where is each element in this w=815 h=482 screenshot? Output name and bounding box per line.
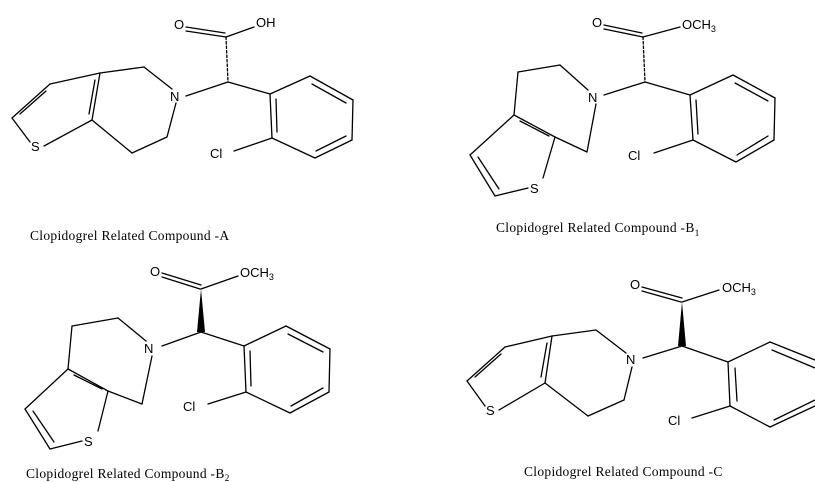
structure-compound-b1: O OCH3 N S Cl: [469, 15, 776, 197]
atom-methoxy: OCH3: [682, 17, 716, 34]
atom-carbonyl-oxygen: O: [150, 264, 160, 279]
atom-sulfur: S: [84, 434, 93, 449]
atom-nitrogen: N: [626, 352, 635, 367]
atom-sulfur: S: [486, 403, 495, 418]
caption-compound-a: Clopidogrel Related Compound -A: [30, 228, 229, 243]
atom-carbonyl-oxygen: O: [174, 17, 184, 32]
structure-compound-b2: O OCH3 N S Cl: [24, 264, 331, 450]
caption-compound-b2: Clopidogrel Related Compound -B2: [26, 466, 230, 482]
atom-chlorine: Cl: [210, 146, 222, 161]
caption-compound-c: Clopidogrel Related Compound -C: [524, 464, 723, 479]
caption-compound-b1: Clopidogrel Related Compound -B1: [496, 220, 700, 239]
structure-compound-a: O OH N S Cl: [11, 15, 354, 161]
atom-sulfur: S: [530, 181, 539, 196]
atom-chlorine: Cl: [183, 399, 195, 414]
atom-nitrogen: N: [170, 89, 179, 104]
atom-hydroxyl: OH: [256, 15, 276, 30]
atom-chlorine: Cl: [628, 148, 640, 163]
atom-carbonyl-oxygen: O: [592, 15, 602, 30]
atom-methoxy: OCH3: [240, 265, 274, 282]
atom-carbonyl-oxygen: O: [630, 277, 640, 292]
atom-methoxy: OCH3: [722, 280, 756, 297]
atom-nitrogen: N: [588, 90, 597, 105]
structure-compound-c: O OCH3 N S Cl: [466, 277, 815, 428]
atom-sulfur: S: [31, 139, 40, 154]
atom-nitrogen: N: [144, 341, 153, 356]
atom-chlorine: Cl: [668, 413, 680, 428]
